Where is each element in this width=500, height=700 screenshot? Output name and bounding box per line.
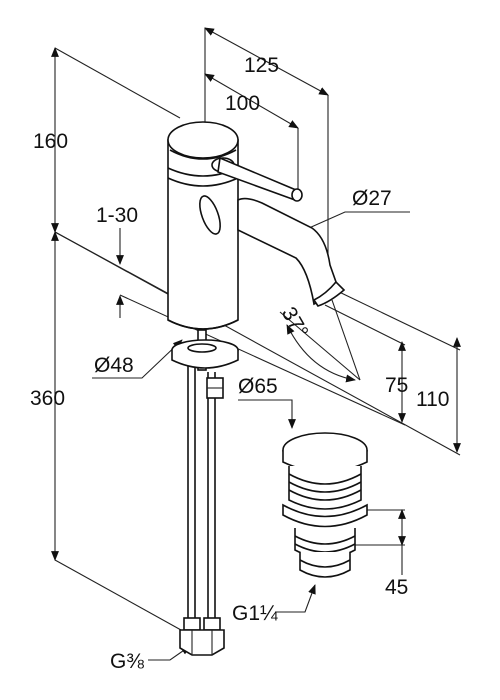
mounting-set <box>171 329 239 399</box>
dimension-lines <box>51 27 461 661</box>
supply-hoses <box>179 360 225 656</box>
dimension-labels: 125 100 160 1-30 360 Ø27 Ø48 37° 75 110 … <box>30 54 449 673</box>
dim-waste-dia: Ø65 <box>238 375 278 398</box>
extension-lines <box>54 28 461 636</box>
faucet-lever[interactable] <box>211 156 303 202</box>
dim-height-top: 160 <box>33 130 68 153</box>
dim-spout-height: 75 <box>385 374 408 397</box>
dim-width-lever: 100 <box>225 92 260 115</box>
dim-waste-height: 45 <box>385 576 408 599</box>
dim-adjust-range: 1-30 <box>96 204 138 227</box>
dim-spout-height-total: 110 <box>416 388 449 411</box>
dim-width-overall: 125 <box>244 54 279 77</box>
dim-height-total: 360 <box>30 387 65 410</box>
pop-up-waste <box>282 432 368 578</box>
dim-spout-dia: Ø27 <box>352 187 392 210</box>
dim-base-dia: Ø48 <box>94 354 134 377</box>
faucet-body <box>167 121 346 656</box>
dim-waste-thread: G1¼ <box>232 602 278 625</box>
faucet-column <box>167 121 239 330</box>
faucet-spout <box>199 195 346 307</box>
dim-swivel-angle: 37° <box>277 303 313 342</box>
dim-hose-thread: G⅜ <box>110 650 144 673</box>
